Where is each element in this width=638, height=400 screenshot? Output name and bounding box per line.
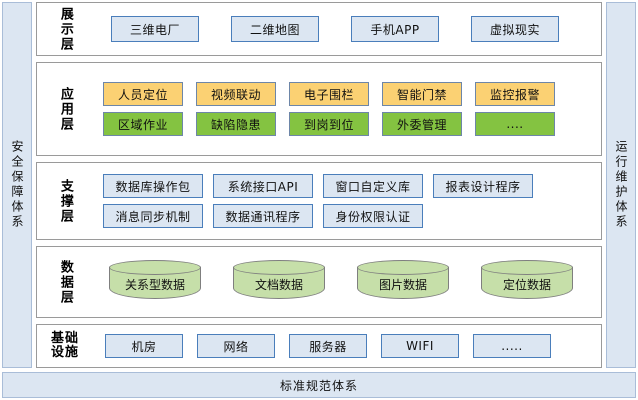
node-application[interactable]: .... xyxy=(475,112,555,136)
left-side-band-label: 安全保障体系 xyxy=(10,140,24,230)
layer-application-body: 人员定位视频联动电子围栏智能门禁监控报警区域作业缺陷隐患到岗到位外委管理.... xyxy=(93,63,601,155)
cylinder-top-ellipse xyxy=(233,260,325,275)
layer-data-row: 关系型数据 文档数据 图片数据 定位数据 xyxy=(95,260,597,304)
layer-presentation-label: 展示层 xyxy=(37,3,93,55)
layer-application-row: 区域作业缺陷隐患到岗到位外委管理.... xyxy=(95,112,597,136)
node-application[interactable]: 到岗到位 xyxy=(289,112,369,136)
node-infrastructure[interactable]: 服务器 xyxy=(289,334,367,358)
node-application[interactable]: 缺陷隐患 xyxy=(196,112,276,136)
layer-application: 应用层 人员定位视频联动电子围栏智能门禁监控报警区域作业缺陷隐患到岗到位外委管理… xyxy=(36,62,602,156)
node-infrastructure[interactable]: 网络 xyxy=(197,334,275,358)
node-support[interactable]: 报表设计程序 xyxy=(433,174,533,198)
node-presentation[interactable]: 手机APP xyxy=(351,16,439,42)
data-cylinder[interactable]: 关系型数据 xyxy=(109,260,201,304)
layer-support: 支撑层 数据库操作包系统接口API 窗口自定义库报表设计程序消息同步机制数据通讯程… xyxy=(36,162,602,240)
layer-support-label: 支撑层 xyxy=(37,163,93,239)
layer-infrastructure: 基础设施 机房网络服务器 WIFI..... xyxy=(36,324,602,368)
data-cylinder-label: 图片数据 xyxy=(378,278,427,292)
node-application[interactable]: 区域作业 xyxy=(103,112,183,136)
data-cylinder[interactable]: 定位数据 xyxy=(481,260,573,304)
layer-data-label-text: 数据层 xyxy=(57,259,73,305)
node-application[interactable]: 视频联动 xyxy=(196,82,276,106)
layer-infrastructure-label: 基础设施 xyxy=(37,325,93,367)
layer-presentation-label-text: 展示层 xyxy=(57,6,73,52)
cylinder-top-ellipse xyxy=(357,260,449,275)
node-infrastructure[interactable]: WIFI xyxy=(381,334,459,358)
node-presentation[interactable]: 二维地图 xyxy=(231,16,319,42)
node-application[interactable]: 外委管理 xyxy=(382,112,462,136)
cylinder-top-ellipse xyxy=(481,260,573,275)
node-support[interactable]: 窗口自定义库 xyxy=(323,174,423,198)
node-support[interactable]: 数据通讯程序 xyxy=(213,204,313,228)
layer-infrastructure-label-text: 基础设施 xyxy=(50,331,79,360)
layer-support-row: 消息同步机制数据通讯程序身份权限认证 xyxy=(95,204,597,228)
node-support[interactable]: 系统接口API xyxy=(213,174,313,198)
layer-presentation: 展示层 三维电厂 二维地图 手机APP 虚拟现实 xyxy=(36,2,602,56)
layer-presentation-body: 三维电厂 二维地图 手机APP 虚拟现实 xyxy=(93,3,601,55)
layer-application-label-text: 应用层 xyxy=(57,86,73,132)
node-presentation[interactable]: 虚拟现实 xyxy=(471,16,559,42)
node-application[interactable]: 智能门禁 xyxy=(382,82,462,106)
layer-infrastructure-row: 机房网络服务器 WIFI..... xyxy=(95,334,597,358)
layer-data-label: 数据层 xyxy=(37,247,93,317)
layer-support-label-text: 支撑层 xyxy=(57,178,73,224)
cylinder-top-ellipse xyxy=(109,260,201,275)
right-side-band-operations: 运行维护体系 xyxy=(606,2,636,368)
bottom-band-standards: 标准规范体系 xyxy=(2,372,636,398)
data-cylinder-label: 文档数据 xyxy=(254,278,303,292)
layer-infrastructure-body: 机房网络服务器 WIFI..... xyxy=(93,325,601,367)
data-cylinder-label: 关系型数据 xyxy=(124,278,185,292)
node-support[interactable]: 数据库操作包 xyxy=(103,174,203,198)
layer-support-row: 数据库操作包系统接口API 窗口自定义库报表设计程序 xyxy=(95,174,597,198)
node-application[interactable]: 电子围栏 xyxy=(289,82,369,106)
left-side-band-security: 安全保障体系 xyxy=(2,2,32,368)
node-support[interactable]: 身份权限认证 xyxy=(323,204,423,228)
node-infrastructure[interactable]: 机房 xyxy=(105,334,183,358)
layer-support-body: 数据库操作包系统接口API 窗口自定义库报表设计程序消息同步机制数据通讯程序身份权… xyxy=(93,163,601,239)
bottom-band-label: 标准规范体系 xyxy=(279,378,358,393)
data-cylinder-label: 定位数据 xyxy=(502,278,551,292)
data-cylinder[interactable]: 图片数据 xyxy=(357,260,449,304)
node-infrastructure[interactable]: ..... xyxy=(473,334,551,358)
node-presentation[interactable]: 三维电厂 xyxy=(111,16,199,42)
node-application[interactable]: 监控报警 xyxy=(475,82,555,106)
right-side-band-label: 运行维护体系 xyxy=(614,140,628,230)
node-support[interactable]: 消息同步机制 xyxy=(103,204,203,228)
data-cylinder[interactable]: 文档数据 xyxy=(233,260,325,304)
layer-application-label: 应用层 xyxy=(37,63,93,155)
layer-data-body: 关系型数据 文档数据 图片数据 定位数据 xyxy=(93,247,601,317)
node-application[interactable]: 人员定位 xyxy=(103,82,183,106)
layer-application-row: 人员定位视频联动电子围栏智能门禁监控报警 xyxy=(95,82,597,106)
layer-presentation-row: 三维电厂 二维地图 手机APP 虚拟现实 xyxy=(95,16,597,42)
layer-data: 数据层 关系型数据 文档数据 图片数据 定位数据 xyxy=(36,246,602,318)
